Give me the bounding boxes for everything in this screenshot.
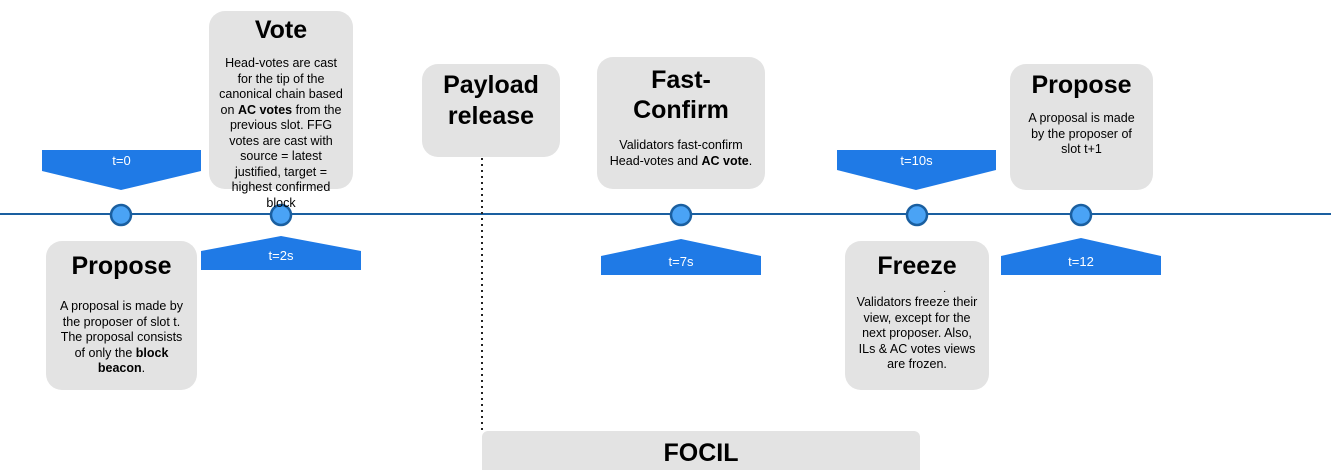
focil-bar: FOCIL bbox=[482, 431, 920, 470]
propose-next-card-title: Propose bbox=[1031, 71, 1132, 99]
freeze-card: Freeze Validators freeze their view, exc… bbox=[845, 241, 989, 390]
timeline-marker-t7 bbox=[669, 203, 693, 227]
propose-card-title: Propose bbox=[71, 252, 172, 280]
t10-label-shape bbox=[837, 150, 996, 190]
t12-label-shape bbox=[1001, 238, 1161, 275]
freeze-card-title: Freeze bbox=[877, 252, 957, 280]
timeline-marker-t2 bbox=[269, 203, 293, 227]
vote-card: Vote Head-votes are cast for the tip of … bbox=[209, 11, 353, 210]
t2-label-shape bbox=[201, 236, 361, 270]
fast-confirm-card-title: Fast-Confirm bbox=[633, 66, 729, 124]
t0-label: t=0 bbox=[112, 153, 131, 168]
t12-label: t=12 bbox=[1068, 254, 1094, 269]
stray-mark: · bbox=[943, 286, 947, 297]
payload-release-card: Payload release bbox=[422, 64, 560, 157]
t0-label-shape bbox=[42, 150, 201, 190]
vote-card-title: Vote bbox=[254, 16, 308, 44]
vote-card-body: Head-votes are cast for the tip of the c… bbox=[219, 56, 343, 210]
propose-card-body: A proposal is made by the proposer of sl… bbox=[60, 299, 183, 375]
freeze-card-body: Validators freeze their view, except for… bbox=[856, 295, 978, 371]
timeline-marker-t0 bbox=[109, 203, 133, 227]
fast-confirm-card-body: Validators fast-confirm Head-votes and A… bbox=[609, 138, 753, 168]
t10-label: t=10s bbox=[900, 153, 933, 168]
t7-label-shape bbox=[601, 239, 761, 275]
propose-card: Propose A proposal is made by the propos… bbox=[46, 241, 197, 390]
timeline-marker-t10 bbox=[905, 203, 929, 227]
t7-label: t=7s bbox=[668, 254, 694, 269]
propose-next-card-body: A proposal is made by the proposer of sl… bbox=[1028, 111, 1135, 156]
timeline-marker-t12 bbox=[1069, 203, 1093, 227]
fast-confirm-card: Fast-Confirm Validators fast-confirm Hea… bbox=[597, 57, 765, 189]
propose-next-card: Propose A proposal is made by the propos… bbox=[1010, 64, 1153, 190]
t2-label: t=2s bbox=[268, 248, 294, 263]
payload-release-card-title: Payload release bbox=[443, 71, 539, 130]
